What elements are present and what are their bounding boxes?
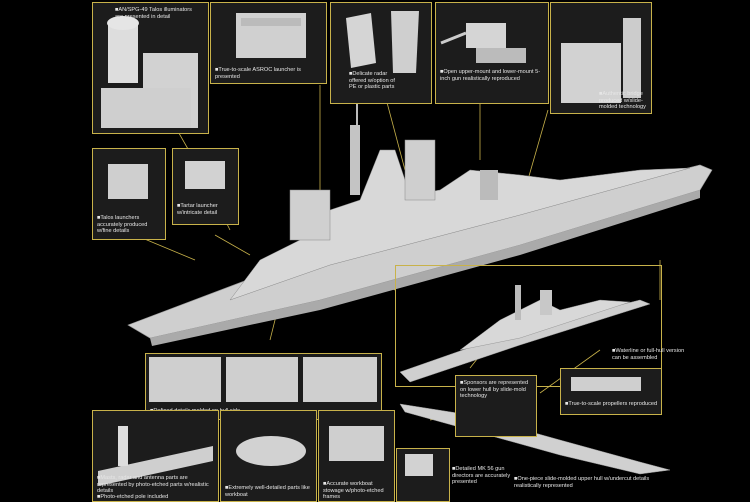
stowage-caption: ■Accurate workboat stowage w/photo-etche… [323,481,384,501]
hull-side-panel: ■Defined details molded on hull side [145,353,382,420]
waterline-caption: ■Waterline or full-hull version can be a… [612,348,685,361]
workboat-panel: ■Extremely well-detailed parts like work… [220,410,317,502]
mk56-panel [396,448,450,502]
bridge-caption: ■Authentic bridge produced w/slide-molde… [599,91,646,111]
asroc-caption: ■True-to-scale ASROC launcher is present… [215,67,301,80]
masts-panel: ■Masts, radar and antenna parts are repr… [92,410,219,502]
main-ship-hull [127,95,713,346]
talos-launchers-panel: ■Talos launchers accurately produced w/f… [92,148,166,240]
guns-panel: ■Open upper-mount and lower-mount 5-inch… [435,2,549,104]
tartar-caption: ■Tartar launcher w/intricate detail [177,203,218,216]
guns-caption: ■Open upper-mount and lower-mount 5-inch… [440,69,541,82]
stowage-panel: ■Accurate workboat stowage w/photo-etche… [318,410,395,502]
sponsons-panel: ■Sponsors are represented on lower hull … [455,375,537,437]
sponsons-caption: ■Sponsors are represented on lower hull … [460,380,529,400]
bridge-panel: ■Authentic bridge produced w/slide-molde… [550,2,652,114]
mk56-caption: ■Detailed MK 56 gun directors are accura… [452,466,511,486]
masts-caption: ■Masts, radar and antenna parts are repr… [97,475,209,495]
tartar-panel: ■Tartar launcher w/intricate detail [172,148,239,225]
pole-caption: ■Photo-etched pole included [97,494,169,500]
lower-hull-caption: ■One-piece slide-molded upper hull w/und… [514,476,650,489]
workboat-caption: ■Extremely well-detailed parts like work… [225,485,310,498]
waterline-ship [399,285,651,383]
radar-panel: ■Delicate radar offered w/option of PE o… [330,2,432,104]
talos-launchers-caption: ■Talos launchers accurately produced w/f… [97,215,148,235]
propellers-caption: ■True-to-scale propellers reproduced [565,401,658,407]
talos-illuminators-panel: ■AN/SPG-49 Talos illuminators are presen… [92,2,209,134]
asroc-panel: ■True-to-scale ASROC launcher is present… [210,2,327,84]
radar-caption: ■Delicate radar offered w/option of PE o… [349,71,395,91]
talos-illuminators-caption: ■AN/SPG-49 Talos illuminators are presen… [115,7,192,20]
propellers-panel: ■True-to-scale propellers reproduced [560,368,662,415]
